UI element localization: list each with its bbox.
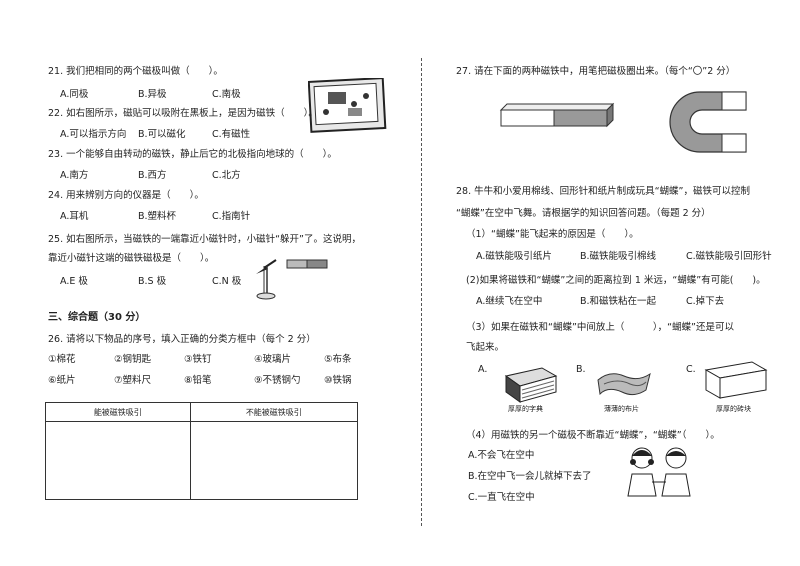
section3-heading: 三、综合题（30 分） — [48, 312, 146, 323]
q24-option-a[interactable]: A.耳机 — [60, 211, 89, 222]
q28-3-text-line2: 飞起来。 — [466, 342, 505, 353]
q26-item-3: ③铁钉 — [184, 354, 212, 365]
q28-2-option-b[interactable]: B.和磁铁粘在一起 — [580, 296, 657, 307]
q23-option-b[interactable]: B.西方 — [138, 170, 167, 181]
q26-item-2: ②钢钥匙 — [114, 354, 152, 365]
answer-cell-not-attracted[interactable] — [189, 421, 359, 500]
q25-option-b[interactable]: B.S 极 — [138, 276, 167, 287]
q23-text: 23. 一个能够自由转动的磁铁，静止后它的北极指向地球的（ ）。 — [48, 149, 337, 160]
q27-text: 27. 请在下面的两种磁铁中，用笔把磁极圈出来。（每个“〇”2 分） — [456, 66, 736, 77]
q28-1-option-b[interactable]: B.磁铁能吸引棉线 — [580, 251, 657, 262]
q25-option-a[interactable]: A.E 极 — [60, 276, 88, 287]
q28-2-option-a[interactable]: A.继续飞在空中 — [476, 296, 543, 307]
caption-brick: 厚厚的砖块 — [716, 405, 751, 413]
q28-3-option-c[interactable]: C. — [686, 364, 696, 375]
q28-1-text: （1）“蝴蝶”能飞起来的原因是（ ）。 — [466, 229, 639, 240]
caption-dictionary: 厚厚的字典 — [508, 405, 543, 413]
q23-option-a[interactable]: A.南方 — [60, 170, 89, 181]
q21-option-b[interactable]: B.异极 — [138, 89, 167, 100]
horseshoe-magnet-image[interactable] — [666, 86, 752, 158]
q28-2-text: (2)如果将磁铁和“蝴蝶”之间的距离拉到 1 米远，“蝴蝶”有可能( )。 — [466, 275, 766, 286]
q26-item-10: ⑩铁锅 — [324, 375, 352, 386]
q26-item-9: ⑨不锈钢勺 — [254, 375, 301, 386]
q28-4-option-a[interactable]: A.不会飞在空中 — [468, 450, 535, 461]
left-column: 21. 我们把相同的两个磁极叫做（ ）。 A.同极 B.异极 C.南极 22. … — [45, 66, 387, 500]
column-divider — [421, 58, 422, 526]
q26-item-5: ⑤布条 — [324, 354, 352, 365]
classification-table: 能被磁铁吸引 不能被磁铁吸引 — [45, 402, 359, 500]
q21-text: 21. 我们把相同的两个磁极叫做（ ）。 — [48, 66, 223, 77]
caption-cloth: 薄薄的布片 — [604, 405, 639, 413]
thick-dictionary-image — [504, 367, 558, 403]
q28-4-option-c[interactable]: C.一直飞在空中 — [468, 492, 535, 503]
q28-1-option-c[interactable]: C.磁铁能吸引回形针 — [686, 251, 772, 262]
q26-item-8: ⑧铅笔 — [184, 375, 212, 386]
q24-text: 24. 用来辨别方向的仪器是（ ）。 — [48, 190, 204, 201]
q25-option-c[interactable]: C.N 极 — [212, 276, 242, 287]
q28-4-option-b[interactable]: B.在空中飞一会儿就掉下去了 — [468, 471, 592, 482]
q26-item-7: ⑦塑料尺 — [114, 375, 152, 386]
table-header-attracted: 能被磁铁吸引 — [45, 402, 191, 422]
q28-3-option-b[interactable]: B. — [576, 364, 586, 375]
q26-item-4: ④玻璃片 — [254, 354, 292, 365]
q21-option-c[interactable]: C.南极 — [212, 89, 241, 100]
q25-text: 25. 如右图所示，当磁铁的一端靠近小磁针时，小磁针“躲开”了。这说明， — [48, 234, 361, 245]
q28-2-option-c[interactable]: C.掉下去 — [686, 296, 725, 307]
blackboard-magnet-image — [308, 78, 387, 133]
thick-brick-image — [704, 361, 768, 399]
table-header-not-attracted: 不能被磁铁吸引 — [189, 402, 359, 422]
q24-option-c[interactable]: C.指南针 — [212, 211, 251, 222]
q28-text: 28. 牛牛和小爱用棉线、回形针和纸片制成玩具“蝴蝶”，磁铁可以控制 — [456, 186, 750, 197]
q26-item-6: ⑥纸片 — [48, 375, 76, 386]
q23-option-c[interactable]: C.北方 — [212, 170, 241, 181]
q22-text: 22. 如右图所示，磁贴可以吸附在黑板上，是因为磁铁（ ）。 — [48, 108, 318, 119]
q26-item-1: ①棉花 — [48, 354, 76, 365]
q28-text-line2: “蝴蝶”在空中飞舞。请根据学的知识回答问题。（每题 2 分） — [456, 208, 711, 219]
q25-text-line2: 靠近小磁针这端的磁铁磁极是（ ）。 — [48, 253, 215, 264]
q22-option-b[interactable]: B.可以磁化 — [138, 129, 186, 140]
answer-cell-attracted[interactable] — [45, 421, 191, 500]
bar-magnet-image[interactable] — [499, 100, 617, 128]
q22-option-a[interactable]: A.可以指示方向 — [60, 129, 127, 140]
right-column: 27. 请在下面的两种磁铁中，用笔把磁极圈出来。（每个“〇”2 分） 28. 牛… — [424, 0, 800, 566]
q24-option-b[interactable]: B.塑料杯 — [138, 211, 177, 222]
thin-cloth-image — [597, 372, 651, 396]
two-children-image — [627, 447, 691, 497]
q22-option-c[interactable]: C.有磁性 — [212, 129, 251, 140]
q26-text: 26. 请将以下物品的序号，填入正确的分类方框中（每个 2 分） — [48, 334, 316, 345]
q21-option-a[interactable]: A.同极 — [60, 89, 89, 100]
q28-3-option-a[interactable]: A. — [478, 364, 488, 375]
q28-3-text: （3）如果在磁铁和“蝴蝶”中间放上（ ），“蝴蝶”还是可以 — [466, 322, 734, 333]
compass-needle-image — [256, 259, 328, 300]
q28-4-text: （4）用磁铁的另一个磁极不断靠近“蝴蝶”，“蝴蝶”（ ）。 — [466, 430, 720, 441]
q28-1-option-a[interactable]: A.磁铁能吸引纸片 — [476, 251, 552, 262]
